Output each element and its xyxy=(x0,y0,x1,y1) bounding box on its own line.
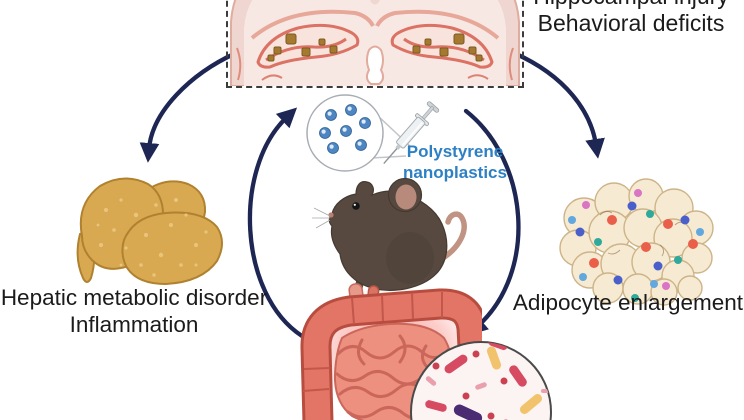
brain-caption: Hippocampal injury Behavioral deficits xyxy=(518,0,744,37)
brain-coronal-section-icon xyxy=(230,0,520,86)
gut-microbiome-icon xyxy=(410,341,552,420)
liver-caption: Hepatic metabolic disorder Inflammation xyxy=(0,284,268,338)
inflamed-intestine-icon xyxy=(300,283,482,420)
arrow-brain-to-liver xyxy=(139,50,239,163)
nanoplastic-particles-icon xyxy=(306,94,384,172)
liver-caption-line2: Inflammation xyxy=(69,312,199,337)
syringe-icon xyxy=(383,101,440,165)
arrow-center-to-gut xyxy=(463,108,521,336)
fatty-liver-icon xyxy=(76,177,223,285)
arrow-gut-to-nanoplastics xyxy=(247,107,305,339)
treatment-label-line1: Polystyrene xyxy=(406,142,504,161)
treatment-label: Polystyrene nanoplastics xyxy=(390,141,520,183)
brain-caption-line2: Behavioral deficits xyxy=(537,10,725,36)
adipose-caption-line1: Adipocyte enlargement xyxy=(512,290,744,315)
arrow-brain-to-adipose xyxy=(511,50,605,159)
liver-caption-line1: Hepatic metabolic disorder xyxy=(0,285,268,310)
brain-caption-line1: Hippocampal injury xyxy=(518,0,744,10)
adipocyte-cluster-icon xyxy=(559,178,714,306)
brain-panel xyxy=(226,0,524,88)
adipose-caption: Adipocyte enlargement xyxy=(510,289,744,316)
nanoplastic-deposits-icon xyxy=(267,33,338,62)
treatment-label-line2: nanoplastics xyxy=(403,163,507,182)
